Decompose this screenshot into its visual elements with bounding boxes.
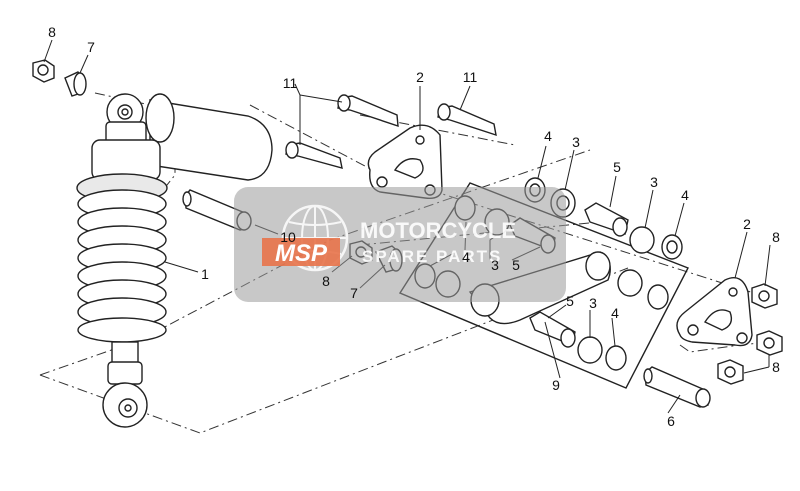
callout-8-right-bottom: 8: [772, 359, 780, 375]
callout-7-middle: 7: [350, 285, 358, 301]
watermark-panel: [234, 187, 566, 302]
spring-coils: [76, 173, 168, 343]
callout-7-top-left: 7: [87, 39, 95, 55]
callout-4-upper-right: 4: [681, 187, 689, 203]
callout-3-inner-left: 3: [491, 257, 499, 273]
callout-4-lower: 4: [611, 305, 619, 321]
callout-8-top-left: 8: [48, 24, 56, 40]
watermark-logo-badge: [262, 238, 340, 266]
callout-4-upper-left: 4: [544, 128, 552, 144]
callout-3-upper-left: 3: [572, 134, 580, 150]
callout-4-inner-left: 4: [462, 249, 470, 265]
shock-absorber: [76, 93, 273, 428]
callout-labels: 8 7 11 2 11 4 3 5 3 4 2 8 8 1 10 8 7 4 3…: [48, 24, 780, 429]
bolt-11-b: [285, 141, 343, 169]
watermark-brand-line2: SPARE PARTS: [362, 247, 502, 266]
callout-5-inner: 5: [512, 257, 520, 273]
callout-8-right-top: 8: [772, 229, 780, 245]
callout-2-top: 2: [416, 69, 424, 85]
callout-3-upper-right: 3: [650, 174, 658, 190]
callout-3-lower: 3: [589, 295, 597, 311]
callout-5-upper: 5: [613, 159, 621, 175]
link-plate-2-right: [676, 277, 753, 347]
bolt-11-a: [337, 94, 399, 128]
pin-6: [643, 366, 711, 408]
callout-8-middle: 8: [322, 273, 330, 289]
nut-8-right-mid: [756, 330, 783, 356]
callout-1-shock: 1: [201, 266, 209, 282]
nut-8-right-top: [751, 283, 778, 309]
bolt-11-c: [437, 103, 497, 137]
callout-11-right: 11: [463, 69, 478, 85]
link-plate-2-top: [367, 124, 443, 200]
callout-5-lower: 5: [566, 293, 574, 309]
callout-10-pin: 10: [280, 229, 296, 245]
callout-11-left: 11: [283, 75, 298, 91]
watermark: MSP MOTORCYCLE SPARE PARTS: [234, 187, 566, 302]
spacer-7-top-left: [64, 71, 87, 97]
watermark-brand-line1: MOTORCYCLE: [360, 218, 516, 243]
watermark-logo-text: MSP: [275, 240, 328, 267]
callout-2-right: 2: [743, 216, 751, 232]
nut-8-top-left: [32, 59, 55, 83]
callout-6-pin: 6: [667, 413, 675, 429]
callout-9-assembly: 9: [552, 377, 560, 393]
nut-8-right-bottom: [717, 359, 744, 385]
